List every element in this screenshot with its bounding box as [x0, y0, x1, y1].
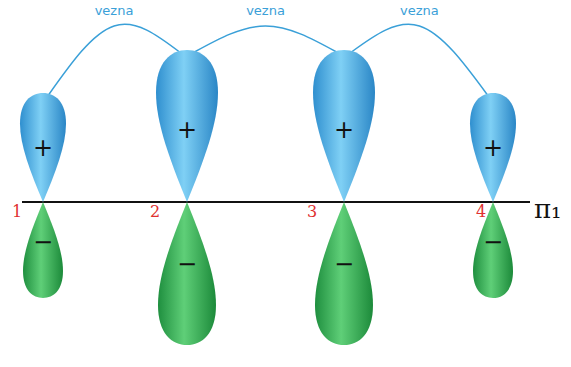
lobe-fill: [158, 202, 216, 345]
phase-sign: −: [473, 230, 513, 254]
phase-sign: +: [156, 118, 218, 142]
lobe-fill: [473, 202, 513, 298]
bond-label: vezna: [93, 3, 136, 18]
upper-lobe: +: [156, 50, 218, 202]
lower-lobe: −: [315, 202, 373, 345]
atom-number: 2: [150, 203, 160, 221]
phase-sign: −: [23, 230, 63, 254]
phase-sign: −: [158, 252, 216, 276]
bond-label: vezna: [398, 3, 441, 18]
lobe-fill: [470, 93, 516, 202]
lobe-fill: [156, 50, 218, 202]
orbital-name: π₁: [534, 195, 562, 224]
nodal-axis: [22, 201, 530, 203]
bond-label: vezna: [244, 3, 287, 18]
atom-number: 4: [476, 203, 486, 221]
phase-sign: +: [313, 118, 375, 142]
lower-lobe: −: [23, 202, 63, 298]
upper-lobe: +: [470, 93, 516, 202]
atom-number: 3: [307, 203, 317, 221]
phase-sign: −: [315, 252, 373, 276]
phase-sign: +: [470, 136, 516, 160]
upper-lobe: +: [20, 93, 66, 202]
lobe-fill: [23, 202, 63, 298]
atom-number: 1: [12, 203, 22, 221]
lobe-fill: [315, 202, 373, 345]
lobe-fill: [313, 50, 375, 202]
bond-arc: [194, 26, 336, 52]
phase-sign: +: [20, 136, 66, 160]
lower-lobe: −: [158, 202, 216, 345]
lobe-fill: [20, 93, 66, 202]
upper-lobe: +: [313, 50, 375, 202]
